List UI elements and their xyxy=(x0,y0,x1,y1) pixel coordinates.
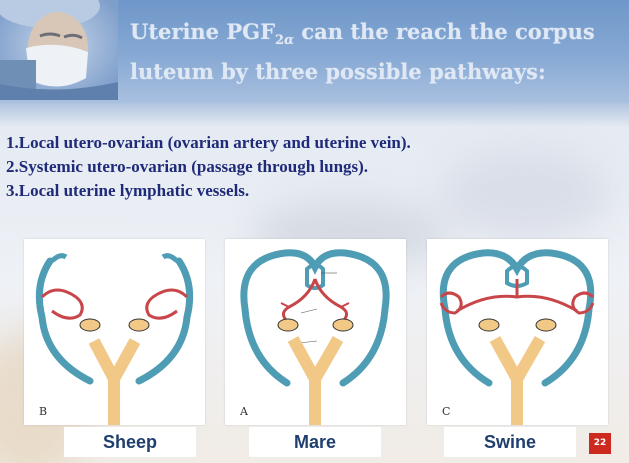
background-blur xyxy=(440,150,610,240)
panel-letter: A xyxy=(240,405,248,418)
species-label-swine: Swine xyxy=(444,427,576,457)
diagram-panel-mare: A xyxy=(225,239,406,425)
page-number-badge: 22 xyxy=(589,433,611,454)
uterus-diagram-mare xyxy=(225,239,406,425)
header-fade xyxy=(0,103,629,127)
pathway-item: 3.Local uterine lymphatic vessels. xyxy=(6,179,411,203)
pathway-item: 1.Local utero-ovarian (ovarian artery an… xyxy=(6,131,411,155)
pathway-item: 2.Systemic utero-ovarian (passage throug… xyxy=(6,155,411,179)
pathway-list: 1.Local utero-ovarian (ovarian artery an… xyxy=(6,131,411,203)
species-label-sheep: Sheep xyxy=(64,427,196,457)
slide-title: Uterine PGF2α can the reach the corpus l… xyxy=(130,16,620,87)
uterus-diagram-sheep xyxy=(24,239,205,425)
diagram-panel-swine: C xyxy=(427,239,608,425)
species-label-mare: Mare xyxy=(249,427,381,457)
surgeon-illustration xyxy=(0,0,118,100)
uterus-diagram-swine xyxy=(427,239,608,425)
diagram-panel-sheep: B xyxy=(24,239,205,425)
panel-letter: C xyxy=(442,405,450,418)
panel-letter: B xyxy=(39,405,47,418)
